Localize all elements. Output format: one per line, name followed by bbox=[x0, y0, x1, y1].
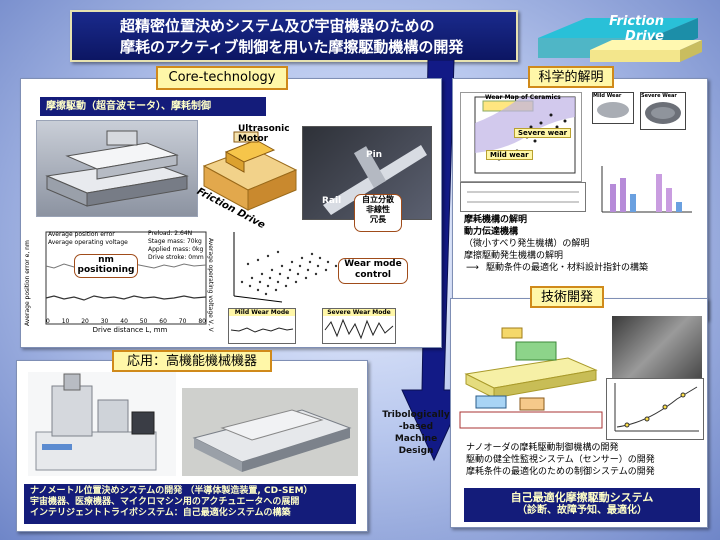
positioning-stage-figure bbox=[36, 120, 198, 217]
science-item-optimization: ⟶ 駆動条件の最適化・材料設計指針の構築 bbox=[466, 263, 649, 273]
y-axis-label-left: Average position error e, nm bbox=[24, 240, 31, 326]
control-system-diagram bbox=[456, 318, 606, 436]
legend-position-error: Average position error bbox=[48, 231, 115, 238]
ultrasonic-motor-figure bbox=[196, 118, 306, 218]
right-arrow-icon: ⟶ bbox=[466, 263, 479, 273]
tech-item-control-system: 摩耗条件の最適化のための制御システムの開発 bbox=[466, 467, 655, 477]
wear-mode-control-callout: Wear mode control bbox=[338, 258, 408, 284]
tech-item-nano-control: ナノオーダの摩耗駆動制御機構の開発 bbox=[466, 443, 619, 453]
science-item-wear-mechanism: 摩耗機構の解明 bbox=[464, 215, 528, 225]
severe-wear-tag: Severe wear bbox=[514, 128, 572, 138]
cd-sem-machine-image bbox=[28, 372, 176, 476]
rail-label: Rail bbox=[322, 196, 342, 206]
nm-positioning-callout: nm positioning bbox=[74, 254, 138, 278]
core-subtitle: 摩擦駆動（超音波モータ）、摩耗制御 bbox=[40, 97, 266, 116]
self-optimizing-system-box: 自己最適化摩擦駆動システム （診断、故障予知、最適化） bbox=[464, 488, 700, 522]
science-item-power-transmission: 動力伝達機構 bbox=[464, 227, 519, 237]
tech-item-health-monitoring: 駆動の健全性監視システム（センサー）の開発 bbox=[466, 455, 655, 465]
title-line-2: 摩耗のアクティブ制御を用いた摩擦駆動機構の開発 bbox=[120, 38, 464, 56]
science-item-microslip: （微小すべり発生機構）の解明 bbox=[464, 239, 590, 249]
severe-wear-mode-inset: Severe Wear Mode bbox=[322, 308, 396, 344]
science-item-drive-generation: 摩擦駆動発生機構の解明 bbox=[464, 251, 564, 261]
tech-development-label: 技術開発 bbox=[530, 286, 604, 308]
app-item-intelligent-tribo: インテリジェントトライボシステム：自己最適化システムの構築 bbox=[30, 508, 291, 518]
title-banner: 超精密位置決めシステム及び宇宙機器のための 摩耗のアクティブ制御を用いた摩擦駆動… bbox=[70, 10, 518, 62]
space-actuator-image bbox=[182, 388, 358, 476]
friction-drive-logo bbox=[538, 18, 702, 62]
title-line-1: 超精密位置決めシステム及び宇宙機器のための bbox=[120, 17, 435, 35]
mild-wear-mode-inset: Mild Wear Mode bbox=[228, 308, 296, 344]
x-axis-ticks: 0 10 20 30 40 50 60 70 80 bbox=[46, 318, 206, 325]
app-item-nm-positioning: ナノメートル位置決めシステムの開発 （半導体製造装置, CD-SEM） bbox=[30, 486, 313, 496]
science-label: 科学的解明 bbox=[528, 66, 614, 88]
ultrasonic-motor-label: Ultrasonic Motor bbox=[238, 124, 290, 144]
wear-rate-plot bbox=[606, 378, 704, 440]
plot-legend: Average position error Average operating… bbox=[48, 231, 128, 247]
science-items: 摩耗機構の解明 動力伝達機構 （微小すべり発生機構）の解明 摩擦駆動発生機構の解… bbox=[464, 214, 648, 274]
x-axis-label: Drive distance L, mm bbox=[92, 326, 168, 334]
legend-voltage: Average operating voltage bbox=[48, 239, 128, 246]
y-axis-label-right: Average operating voltage V, V bbox=[207, 238, 214, 332]
tribology-caption: Tribologically -based Machine Design bbox=[382, 410, 450, 456]
wear-particles-sem-image bbox=[612, 316, 702, 382]
application-label: 応用：高機能機械機器 bbox=[112, 350, 272, 372]
core-technology-label: Core-technology bbox=[156, 66, 288, 90]
pin-label: Pin bbox=[366, 150, 383, 160]
stage-illustration bbox=[45, 130, 189, 207]
wear-surface-plot bbox=[222, 222, 352, 306]
logo-text: Friction Drive bbox=[609, 14, 664, 44]
severe-wear-image: Severe Wear bbox=[640, 92, 686, 130]
mild-wear-image: Mild Wear bbox=[592, 92, 634, 124]
severity-formula-box bbox=[460, 182, 586, 212]
tech-items: ナノオーダの摩耗駆動制御機構の開発 駆動の健全性監視システム（センサー）の開発 … bbox=[466, 442, 655, 478]
app-item-actuators: 宇宙機器、医療機器、マイクロマシン用のアクチュエータへの展開 bbox=[30, 497, 300, 507]
plot-specs: Preload: 2.64N Stage mass: 70kg Applied … bbox=[148, 230, 204, 261]
mild-wear-tag: Mild wear bbox=[486, 150, 533, 160]
material-bar-chart bbox=[596, 164, 696, 216]
position-error-plot bbox=[24, 226, 214, 342]
wear-map-title: Wear Map of Ceramics bbox=[485, 94, 561, 101]
autonomous-callout: 自立分散 非線性 冗長 bbox=[354, 194, 402, 232]
application-items-box: ナノメートル位置決めシステムの開発 （半導体製造装置, CD-SEM） 宇宙機器… bbox=[24, 484, 356, 524]
